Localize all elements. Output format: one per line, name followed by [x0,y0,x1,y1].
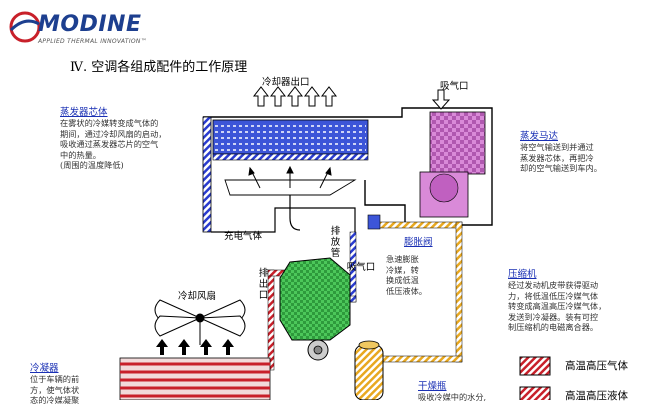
evaporator-line: 在雾状的冷媒转变成气体的 [60,118,159,128]
evaporator-line: (周围的温度降低) [60,160,124,171]
receiver-dryer [354,340,384,400]
evaporator-description: 在雾状的冷媒转变成气体的 期间，通过冷却风扇的启动， 吸收通过蒸发器芯片的空气 … [60,118,166,171]
label-drain-pipe: 排放管 [330,226,341,259]
evaporator-title: 蒸发器芯体 [60,107,108,118]
condenser-line: 位于车辆的前 [30,374,80,384]
legend-swatch-hp-liquid [519,386,551,400]
compressor-title: 压缩机 [508,269,537,280]
dryer-description: 吸收冷媒中的水分, [418,392,486,403]
expansion-valve-callout: 膨胀阀 急速膨胀 冷媒，转 换成低温 低压液体。 [386,234,433,296]
logo-wordmark: MODINE [38,12,142,37]
legend-swatch-hp-gas [519,356,551,376]
blower-line: 蒸发器芯体，再把冷 [520,152,594,163]
expansion-valve-line: 低压液体。 [386,285,427,296]
dryer-title: 干燥瓶 [418,381,447,392]
condenser-line: 态的冷媒凝聚 [30,395,80,406]
label-condenser-outlet: 冷却器出口 [262,77,310,88]
compressor-line: 经过发动机皮带获得驱动 [508,280,599,290]
blower-line: 将空气输送到并通过 [520,142,594,152]
liquid-line [367,214,463,363]
expansion-valve-line: 冷媒，转 [386,264,419,275]
compressor-description: 经过发动机皮带获得驱动 力，将低温低压冷媒气体 转变成高温高压冷媒气体， 发送到… [508,280,606,333]
evaporator-housing [202,107,493,233]
cooling-fan [154,299,246,345]
condenser-description: 位于车辆的前 方，使气体状 态的冷媒凝聚 [30,374,79,406]
expansion-valve-title: 膨胀阀 [404,237,433,248]
label-air-inlet: 吸气口 [440,81,469,92]
section-title: Ⅳ. 空调各组成配件的工作原理 [70,60,248,75]
modine-logo: MODINE APPLIED THERMAL INNOVATION™ [8,10,158,46]
expansion-valve-body [367,214,381,230]
blower-callout: 蒸发马达 将空气输送到并通过 蒸发器芯体，再把冷 却的空气输送到车内。 [520,128,602,174]
logo-tagline: APPLIED THERMAL INNOVATION™ [38,38,148,45]
legend-label-hp-liquid: 高温高压液体 [565,390,628,402]
evaporator-line: 中的热量。 [60,149,101,160]
condenser-coils [119,357,271,400]
blower-motor [419,111,486,218]
compressor-line: 发送到冷凝器。装有可控 [508,311,599,322]
evaporator-line: 期间，通过冷却风扇的启动， [60,128,167,139]
evaporator-line: 吸收通过蒸发器芯片的空气 [60,139,159,150]
condenser-title: 冷凝器 [30,363,59,374]
outlet-arrows [252,86,338,107]
expansion-valve-description: 急速膨胀 冷媒，转 换成低温 低压液体。 [386,254,433,296]
modine-logo-mark [9,11,41,43]
blower-title: 蒸发马达 [520,131,559,142]
dryer-callout: 干燥瓶 吸收冷媒中的水分, [418,378,486,403]
label-cooling-fan: 冷却风扇 [178,291,217,302]
blower-line: 却的空气输送到车内。 [520,163,602,174]
compressor-line: 制压缩机的电磁离合器。 [508,322,599,333]
condenser-airflow-arrows [156,339,234,355]
compressor-line: 力，将低温低压冷媒气体 [508,290,599,301]
condenser-line: 方，使气体状 [30,384,80,395]
condenser-callout: 冷凝器 位于车辆的前 方，使气体状 态的冷媒凝聚 [30,360,79,406]
label-intake: 吸气口 [346,262,376,273]
dryer-line: 吸收冷媒中的水分, [418,392,487,402]
compressor [279,257,351,361]
expansion-valve-line: 急速膨胀 [386,254,419,264]
label-charge-gas: 充电气体 [224,231,263,242]
air-inlet-arrow [431,89,451,110]
legend-label-hp-gas: 高温高压气体 [565,360,628,372]
blower-description: 将空气输送到并通过 蒸发器芯体，再把冷 却的空气输送到车内。 [520,142,602,174]
evaporator-callout: 蒸发器芯体 在雾状的冷媒转变成气体的 期间，通过冷却风扇的启动， 吸收通过蒸发器… [60,104,166,171]
evaporator-core [212,119,369,155]
compressor-callout: 压缩机 经过发动机皮带获得驱动 力，将低温低压冷媒气体 转变成高温高压冷媒气体，… [508,266,606,333]
compressor-line: 转变成高温高压冷媒气体， [508,301,607,312]
expansion-valve-line: 换成低温 [386,275,419,286]
label-outlet: 排出口 [258,268,269,301]
